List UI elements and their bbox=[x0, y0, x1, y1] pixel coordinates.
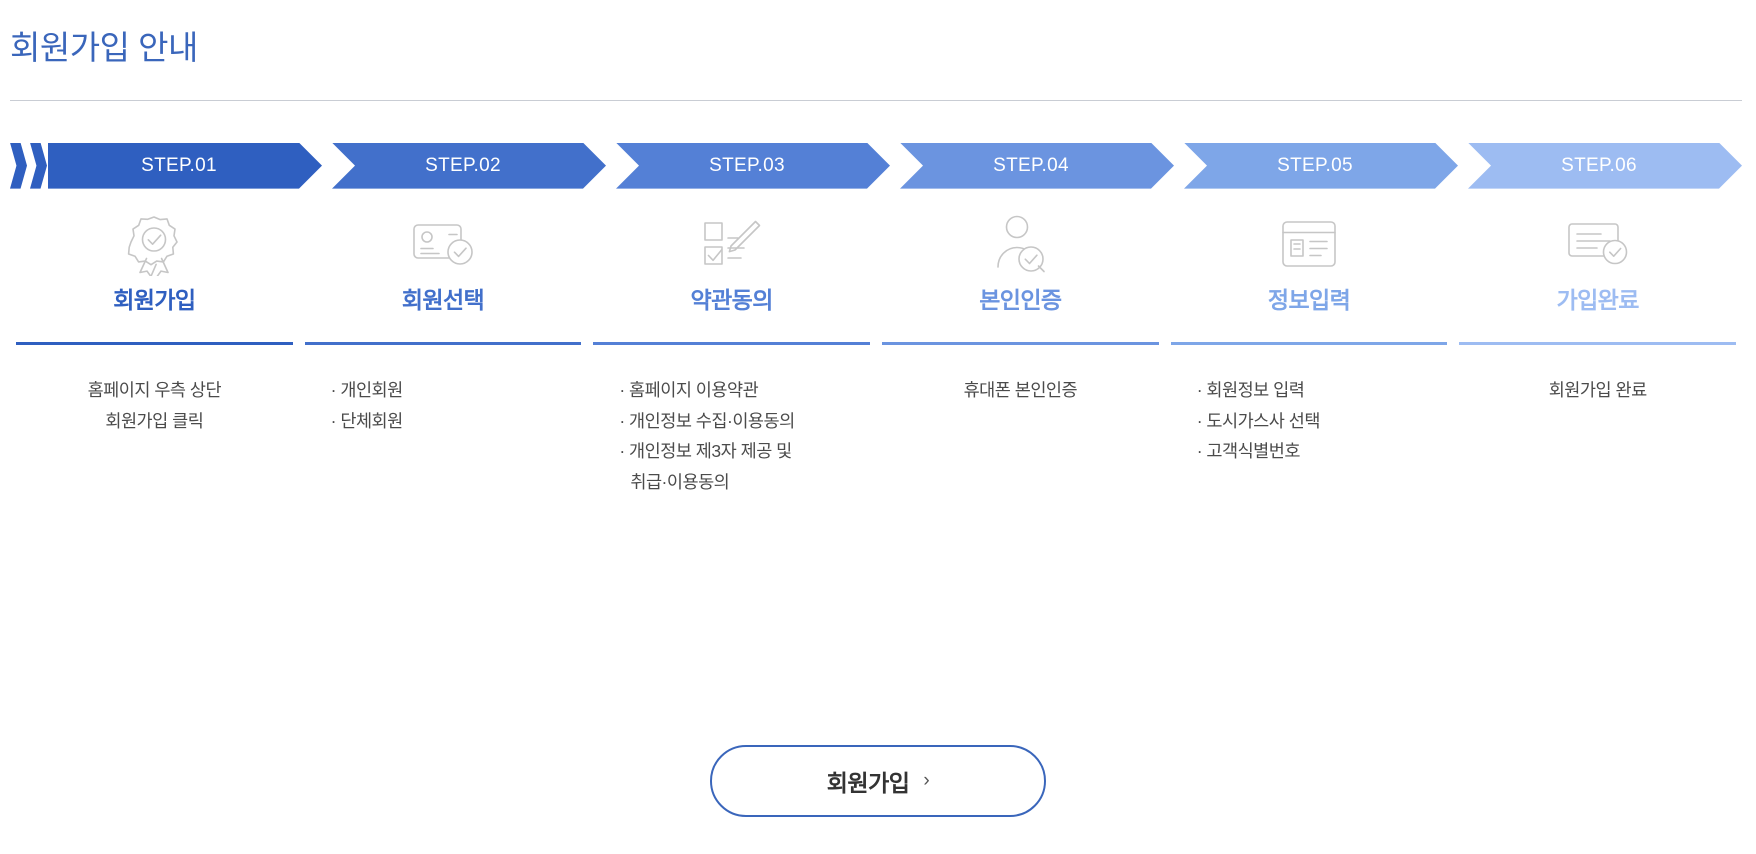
description-line: 회원가입 클릭 bbox=[105, 410, 204, 431]
step-column-3: 약관동의 · 홈페이지 이용약관 · 개인정보 수집·이용동의 · 개인정보 제3자 … bbox=[587, 207, 876, 498]
step-chip-label: STEP.01 bbox=[141, 154, 217, 176]
page-title: 회원가입 안내 bbox=[10, 29, 198, 66]
cta-row: 회원가입 › bbox=[0, 745, 1756, 817]
description-line: · 회원정보 입력 bbox=[1196, 380, 1305, 401]
step-column-description: 회원가입 완료 bbox=[1459, 375, 1736, 406]
checklist-edit-icon bbox=[701, 207, 763, 281]
step-column-rule bbox=[16, 342, 293, 346]
step-chip-label: STEP.05 bbox=[1277, 154, 1353, 176]
id-card-check-icon bbox=[410, 207, 476, 281]
description-line: · 개인정보 수집·이용동의 bbox=[619, 410, 795, 431]
lead-double-chevron-icon bbox=[10, 142, 56, 189]
step-chip-list: STEP.01 STEP.02 STEP.03 STEP.04 STEP.05 STEP.… bbox=[48, 143, 1742, 189]
signup-button[interactable]: 회원가입 › bbox=[710, 745, 1046, 817]
step-chip-4[interactable]: STEP.04 bbox=[900, 143, 1174, 189]
description-line: · 개인정보 제3자 제공 및 bbox=[619, 441, 792, 462]
description-line: 취급·이용동의 bbox=[630, 472, 730, 493]
step-column-5: 정보입력 · 회원정보 입력 · 도시가스사 선택 · 고객식별번호 bbox=[1165, 207, 1454, 498]
document-complete-icon bbox=[1565, 207, 1631, 281]
title-divider bbox=[10, 99, 1742, 101]
step-chip-6[interactable]: STEP.06 bbox=[1468, 143, 1742, 189]
step-column-title: 회원선택 bbox=[401, 286, 485, 313]
description-line: 회원가입 완료 bbox=[1548, 380, 1647, 401]
step-column-description: 휴대폰 본인인증 bbox=[882, 375, 1159, 406]
form-input-icon bbox=[1278, 207, 1340, 281]
page-header: 회원가입 안내 bbox=[0, 0, 1756, 68]
step-column-rule bbox=[1170, 342, 1448, 346]
description-line: 홈페이지 우측 상단 bbox=[87, 380, 222, 401]
step-column-description: · 개인회원 · 단체회원 bbox=[305, 375, 582, 436]
step-chip-label: STEP.06 bbox=[1561, 154, 1637, 176]
step-column-2: 회원선택 · 개인회원 · 단체회원 bbox=[299, 207, 588, 498]
step-column-description: · 회원정보 입력 · 도시가스사 선택 · 고객식별번호 bbox=[1171, 375, 1448, 467]
step-chip-label: STEP.02 bbox=[425, 154, 501, 176]
chevron-right-icon: › bbox=[923, 770, 930, 791]
description-line: · 홈페이지 이용약관 bbox=[619, 380, 759, 401]
step-column-title: 가입완료 bbox=[1556, 286, 1640, 313]
step-column-rule bbox=[593, 342, 871, 346]
person-verify-icon bbox=[993, 207, 1047, 281]
step-column-rule bbox=[304, 342, 582, 346]
step-chip-label: STEP.04 bbox=[993, 154, 1069, 176]
step-column-title: 약관동의 bbox=[690, 286, 774, 313]
step-chip-3[interactable]: STEP.03 bbox=[616, 143, 890, 189]
step-chip-label: STEP.03 bbox=[709, 154, 785, 176]
step-chip-2[interactable]: STEP.02 bbox=[332, 143, 606, 189]
step-column-rule bbox=[882, 342, 1159, 346]
description-line: · 도시가스사 선택 bbox=[1196, 410, 1321, 431]
step-column-title: 본인인증 bbox=[979, 286, 1062, 313]
signup-button-label: 회원가입 bbox=[826, 770, 910, 796]
description-line: · 단체회원 bbox=[330, 410, 404, 431]
step-chip-5[interactable]: STEP.05 bbox=[1184, 143, 1458, 189]
description-line: · 고객식별번호 bbox=[1196, 441, 1301, 462]
step-column-description: · 홈페이지 이용약관 · 개인정보 수집·이용동의 · 개인정보 제3자 제공 및… bbox=[593, 375, 870, 498]
description-line: 휴대폰 본인인증 bbox=[963, 380, 1078, 401]
step-column-title: 회원가입 bbox=[113, 286, 196, 313]
step-chip-1[interactable]: STEP.01 bbox=[48, 143, 322, 189]
badge-check-icon bbox=[124, 207, 184, 281]
step-column-title: 정보입력 bbox=[1267, 286, 1351, 313]
step-column-rule bbox=[1459, 342, 1737, 346]
description-line: · 개인회원 bbox=[330, 380, 404, 401]
step-indicator-bar: STEP.01 STEP.02 STEP.03 STEP.04 STEP.05 STEP.… bbox=[10, 142, 1742, 189]
